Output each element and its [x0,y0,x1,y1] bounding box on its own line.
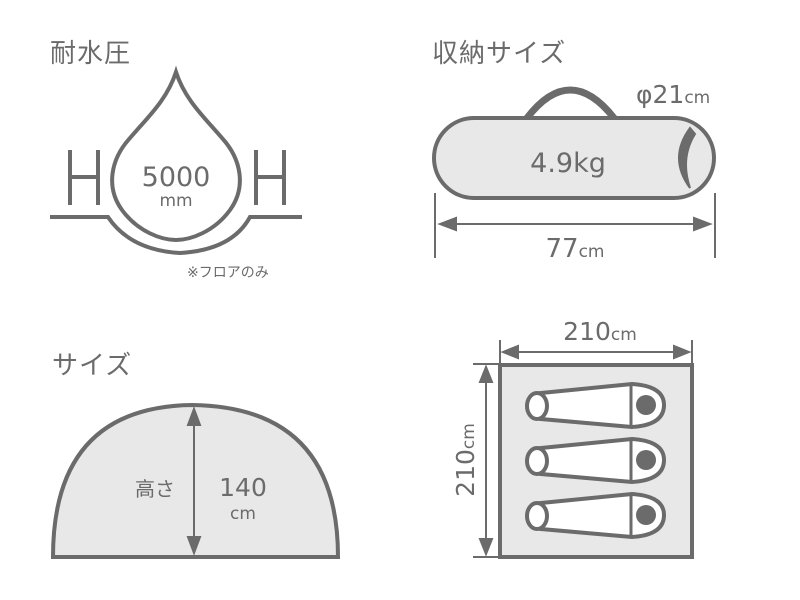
storage-diameter: φ21 [636,80,684,109]
storage-diameter-unit: cm [684,88,710,108]
water-pressure-title: 耐水圧 [50,39,132,69]
floor-depth-dimension [473,363,500,558]
bag-end-opening [678,126,697,189]
svg-text:φ21cm: φ21cm [636,80,710,109]
floor-diagram: 210cm 210cm [451,317,694,559]
storage-size-title: 収納サイズ [432,39,567,69]
floor-depth-unit: cm [459,423,479,449]
floor-width-label: 210cm [563,317,637,346]
floor-depth: 210 [451,449,480,497]
water-pressure-diagram: 5000 mm ※フロアのみ [50,65,302,281]
size-title: サイズ [52,351,133,381]
height-unit: cm [230,504,256,524]
water-pressure-value: 5000 [142,162,211,193]
floor-width: 210 [563,317,611,346]
tent-dome-icon: 高さ 140 cm [50,402,341,559]
sleeping-bag-icon [525,381,667,540]
floor-width-dimension [499,340,693,365]
storage-bag-icon: 4.9kg [432,86,716,200]
water-pressure-note: ※フロアのみ [187,265,269,281]
h-letter-right [254,150,286,205]
height-value: 140 [219,473,267,502]
storage-length-dimension [434,193,716,258]
floor-width-unit: cm [611,325,637,345]
h-letter-left [68,150,100,205]
bag-handle [524,86,617,121]
ground-line [50,215,302,256]
water-pressure-unit: mm [159,191,192,211]
height-arrow [186,406,202,556]
storage-length: 77 [545,234,578,264]
storage-diameter-label: φ21cm [636,80,710,109]
storage-weight: 4.9kg [530,148,606,179]
floor-depth-label: 210cm [451,423,480,497]
storage-length-label: 77cm [545,234,604,264]
water-drop-icon [110,65,242,243]
storage-length-unit: cm [579,242,605,262]
height-label: 高さ [135,477,175,501]
